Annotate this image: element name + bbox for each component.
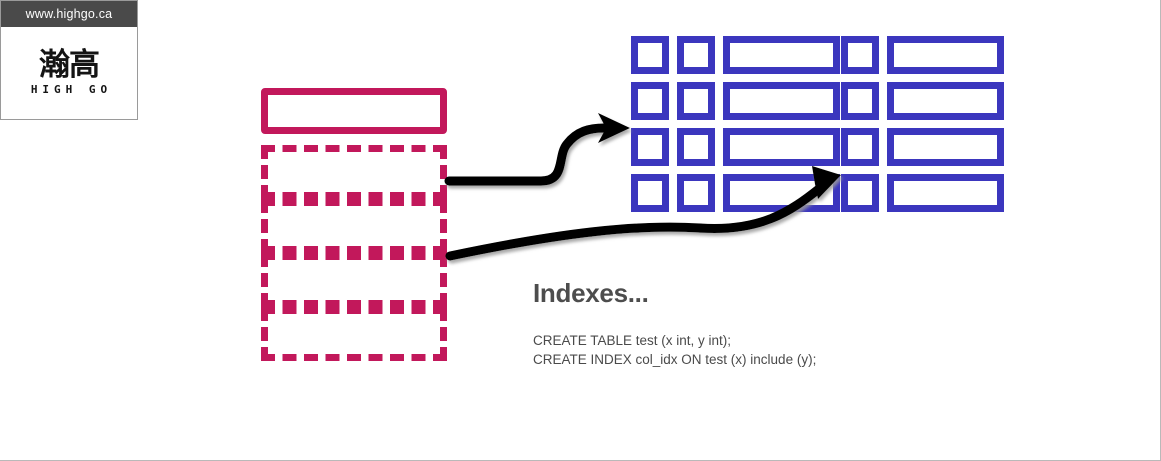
arrow-heap-to-index-left xyxy=(444,113,630,186)
index-row xyxy=(841,128,1004,166)
index-block-left xyxy=(631,36,840,212)
index-payload-cell xyxy=(887,36,1004,74)
index-key-cell xyxy=(841,82,879,120)
sql-line-create-table: CREATE TABLE test (x int, y int); xyxy=(533,333,732,348)
heap-table-header-row xyxy=(261,88,447,134)
index-row xyxy=(841,82,1004,120)
heap-table-page xyxy=(261,199,447,253)
heap-table-page xyxy=(261,145,447,199)
index-payload-cell xyxy=(723,174,840,212)
index-key-cell xyxy=(841,174,879,212)
index-row xyxy=(631,128,840,166)
index-key-cell xyxy=(841,128,879,166)
index-payload-cell xyxy=(887,174,1004,212)
index-key-cell xyxy=(677,82,715,120)
index-key-cell xyxy=(631,128,669,166)
index-key-cell xyxy=(841,36,879,74)
caption-sql: CREATE TABLE test (x int, y int); CREATE… xyxy=(533,331,963,369)
index-block-right xyxy=(841,36,1004,212)
logo-cjk-mark: 瀚高 xyxy=(39,47,100,83)
caption-block: Indexes... CREATE TABLE test (x int, y i… xyxy=(533,278,963,369)
heap-table-page xyxy=(261,307,447,361)
index-row xyxy=(631,174,840,212)
index-row xyxy=(631,36,840,74)
highgo-brand-badge: www.highgo.ca 瀚高 HIGH GO xyxy=(0,0,138,120)
index-row xyxy=(631,82,840,120)
index-payload-cell xyxy=(723,82,840,120)
index-row xyxy=(841,174,1004,212)
index-key-cell xyxy=(677,36,715,74)
logo-latin-text: HIGH GO xyxy=(30,83,113,96)
brand-url-label: www.highgo.ca xyxy=(1,1,137,27)
highgo-logo: 瀚高 HIGH GO xyxy=(1,27,137,119)
index-payload-cell xyxy=(887,82,1004,120)
index-key-cell xyxy=(631,82,669,120)
index-key-cell xyxy=(677,128,715,166)
heap-table xyxy=(261,88,447,361)
index-row xyxy=(841,36,1004,74)
index-payload-cell xyxy=(887,128,1004,166)
caption-title: Indexes... xyxy=(533,278,649,308)
index-key-cell xyxy=(631,36,669,74)
index-payload-cell xyxy=(723,128,840,166)
index-payload-cell xyxy=(723,36,840,74)
logo-cjk-text: 瀚高 xyxy=(39,47,100,83)
heap-table-page xyxy=(261,253,447,307)
index-key-cell xyxy=(677,174,715,212)
sql-line-create-index: CREATE INDEX col_idx ON test (x) include… xyxy=(533,352,817,367)
index-key-cell xyxy=(631,174,669,212)
